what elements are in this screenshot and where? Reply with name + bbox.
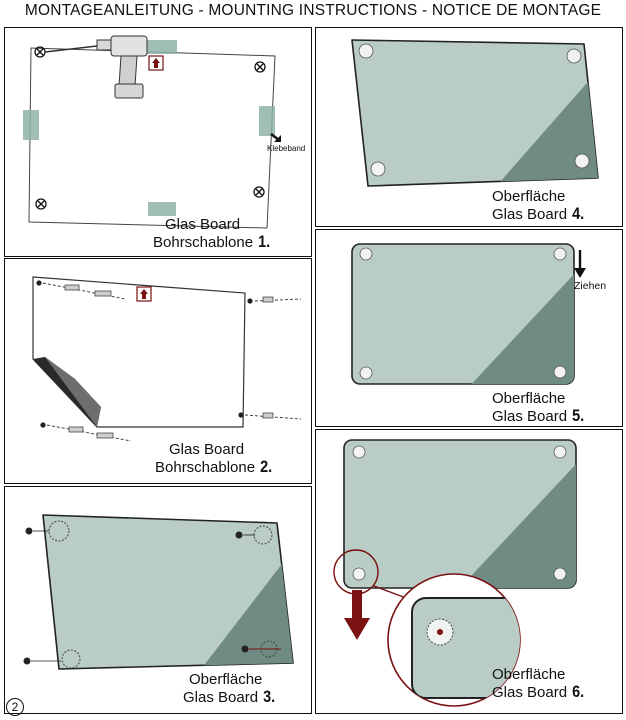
- down-arrow-icon: [574, 250, 586, 278]
- step-5-caption-line1: Oberfläche: [492, 390, 566, 407]
- glass-board-mounting-illustration: [23, 514, 294, 670]
- step-4-caption-line1: Oberfläche: [492, 188, 566, 205]
- step-5-number: 5.: [572, 406, 585, 425]
- page-number: 2: [6, 698, 24, 716]
- step-5-caption-text: Glas Board: [492, 408, 568, 425]
- screw-icon: [36, 280, 253, 428]
- down-arrow-icon: [344, 590, 370, 640]
- step-3-caption-line2: Glas Board 3.: [183, 688, 276, 707]
- step-1-caption-line1: Glas Board: [165, 216, 241, 233]
- step-5-panel: Ziehen Oberfläche Glas Board 5.: [315, 229, 623, 427]
- up-arrow-icon: [136, 286, 152, 302]
- step-1-caption-text: Bohrschablone: [153, 234, 254, 251]
- step-5-caption-line2: Glas Board 5.: [492, 407, 585, 426]
- step-4-caption-text: Glas Board: [492, 206, 568, 223]
- step-6-caption-line2: Glas Board 6.: [492, 683, 585, 702]
- template-peel-illustration: [32, 276, 302, 442]
- pull-label: Ziehen: [574, 280, 607, 292]
- step-1-caption-line2: Bohrschablone 1.: [153, 233, 271, 252]
- step-6-panel: Oberfläche Glas Board 6.: [315, 429, 623, 714]
- step-6-number: 6.: [572, 682, 585, 701]
- step-3-number: 3.: [263, 687, 276, 706]
- step-3-panel: Oberfläche Glas Board 3.: [4, 486, 312, 714]
- glass-board-surface-illustration: [351, 39, 599, 187]
- step-1-panel: Klebeband Glas Board Bohrschablone 1.: [4, 27, 312, 257]
- mount-clip-icon: [358, 43, 590, 177]
- step-1-number: 1.: [258, 232, 271, 251]
- up-arrow-icon: [148, 55, 164, 71]
- screw-icon: [34, 46, 266, 210]
- step-4-number: 4.: [572, 204, 585, 223]
- step-4-caption-line2: Glas Board 4.: [492, 205, 585, 224]
- page-header: MONTAGEANLEITUNG - MOUNTING INSTRUCTIONS…: [24, 2, 602, 19]
- step-2-caption-text: Bohrschablone: [155, 459, 256, 476]
- glass-board-pull-illustration: [351, 243, 586, 385]
- mount-clip-icon: [359, 247, 567, 380]
- step-3-caption-text: Glas Board: [183, 689, 259, 706]
- step-2-caption-line2: Bohrschablone 2.: [155, 458, 273, 477]
- step-3-caption-line1: Oberfläche: [189, 671, 263, 688]
- step-4-panel: Oberfläche Glas Board 4.: [315, 27, 623, 227]
- step-6-caption-line1: Oberfläche: [492, 666, 566, 683]
- drill-icon: [44, 35, 148, 99]
- tape-label: Klebeband: [267, 144, 306, 153]
- glass-board-final-illustration: [333, 439, 577, 707]
- mount-clip-icon: [64, 284, 274, 439]
- magnifier-circle-icon: [387, 573, 521, 707]
- step-2-caption-line1: Glas Board: [169, 441, 245, 458]
- step-2-number: 2.: [260, 457, 273, 476]
- mount-clip-icon: [352, 445, 567, 581]
- step-2-panel: Glas Board Bohrschablone 2.: [4, 258, 312, 484]
- step-6-caption-text: Glas Board: [492, 684, 568, 701]
- drill-template-illustration: [23, 35, 281, 229]
